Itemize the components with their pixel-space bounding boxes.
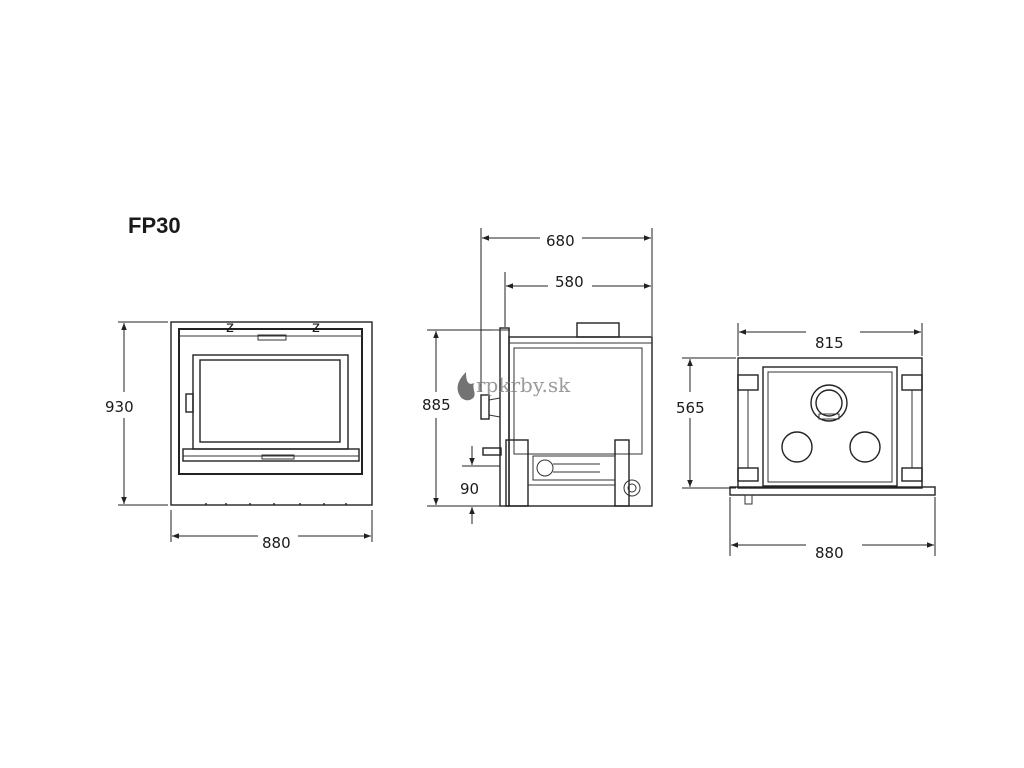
front-width-label: 880	[262, 534, 291, 552]
top-bracket-bl	[737, 467, 759, 482]
front-base-dots	[205, 503, 347, 505]
top-bracket-tl	[737, 374, 759, 391]
side-flue-collar	[576, 322, 620, 338]
top-bracket-br	[901, 467, 923, 482]
model-title: FP30	[128, 213, 181, 238]
front-vent-slot	[261, 454, 295, 460]
top-view: 815 565 880	[676, 323, 936, 562]
top-outer-frame	[737, 357, 923, 489]
side-body-label: 580	[555, 273, 584, 291]
watermark: rpkrby.sk	[457, 372, 571, 401]
top-air-hole-left	[781, 431, 813, 463]
top-bracket-tr	[901, 374, 923, 391]
side-view: 680 580 885 90	[422, 228, 653, 524]
top-flue-outlet-inner	[815, 389, 843, 417]
top-knob	[744, 494, 753, 505]
front-ash-rail	[182, 448, 360, 462]
side-air-tube	[532, 455, 641, 497]
top-body	[762, 366, 898, 487]
side-inner-chamber	[513, 347, 643, 455]
side-front-plate	[499, 327, 510, 507]
side-handle-arm	[488, 397, 501, 418]
top-flue-outlet-outer	[810, 384, 848, 422]
side-door-block	[505, 439, 529, 507]
front-firebox	[178, 328, 363, 475]
front-top-plate	[257, 334, 287, 341]
front-height-label: 930	[105, 398, 134, 416]
watermark-text: rpkrby.sk	[476, 373, 571, 397]
top-depth-label: 565	[676, 399, 705, 417]
front-latch-a: z	[226, 318, 234, 336]
side-base-label: 90	[460, 480, 479, 498]
front-door-inner	[192, 354, 349, 450]
top-air-hole-right	[849, 431, 881, 463]
top-flue-tab	[818, 413, 840, 420]
front-handle	[185, 393, 194, 413]
side-ash-tray	[482, 447, 502, 456]
front-outer-frame	[170, 321, 373, 506]
top-front-plate	[729, 486, 936, 496]
front-view: z z 930 880	[105, 318, 373, 552]
watermark-flame-icon	[457, 372, 475, 401]
front-latch-b: z	[312, 318, 320, 336]
side-depth-label: 680	[546, 232, 575, 250]
side-height-label: 885	[422, 396, 451, 414]
top-outer-width-label: 880	[815, 544, 844, 562]
front-glass	[199, 359, 341, 443]
side-post	[614, 439, 630, 507]
top-inner-width-label: 815	[815, 334, 844, 352]
side-handle	[480, 394, 490, 420]
top-inner	[767, 371, 893, 483]
side-body	[508, 336, 653, 507]
